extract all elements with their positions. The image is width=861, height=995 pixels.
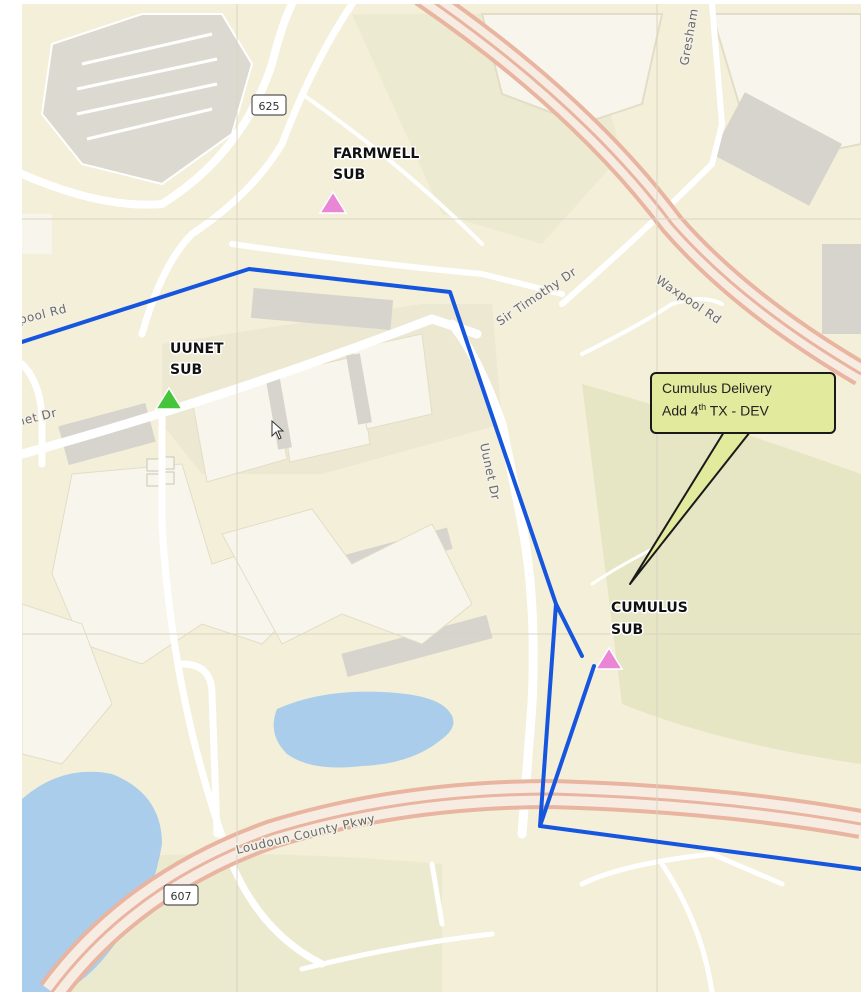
map-canvas[interactable]: Loudoun County Pkwy Waxpool Rd pool Rd S… [22,4,861,992]
substation-suffix: SUB [333,167,365,183]
highway-waxpool [414,4,861,386]
svg-text:607: 607 [171,890,192,903]
triangle-icon [154,386,184,410]
parking-rows [76,32,218,141]
substation-name: CUMULUS [611,600,688,616]
route-shield-625: 625 [251,94,287,116]
building [22,463,473,765]
triangle-icon [318,190,348,214]
parking-lot [712,92,842,206]
building [22,214,52,254]
building [191,333,433,483]
route-shield-607: 607 [163,884,199,906]
substation-name: UUNET [170,341,224,357]
substation-suffix: SUB [611,622,643,638]
svg-text:625: 625 [259,100,280,113]
substation-cumulus[interactable]: CUMULUS SUB [594,599,689,670]
map-view[interactable]: Loudoun County Pkwy Waxpool Rd pool Rd S… [22,4,861,992]
mouse-pointer-icon [271,420,285,440]
highway-loudoun [39,778,861,992]
substation-name: FARMWELL [333,146,419,162]
parking-lot [822,244,861,334]
building [480,13,664,126]
grid-lines [22,4,861,992]
substation-suffix: SUB [170,362,202,378]
callout-line-2: Add 4th TX - DEV [662,402,769,419]
substation-farmwell[interactable]: FARMWELL SUB [318,145,421,214]
triangle-icon [594,646,624,670]
transmission-lines [22,267,861,871]
callout-line-1: Cumulus Delivery [662,380,772,396]
green-area [582,384,861,764]
pond [273,691,454,768]
pond [22,771,162,992]
substation-uunet[interactable]: UUNET SUB [154,340,226,410]
callout-annotation: Cumulus Delivery Add 4th TX - DEV [650,372,836,434]
